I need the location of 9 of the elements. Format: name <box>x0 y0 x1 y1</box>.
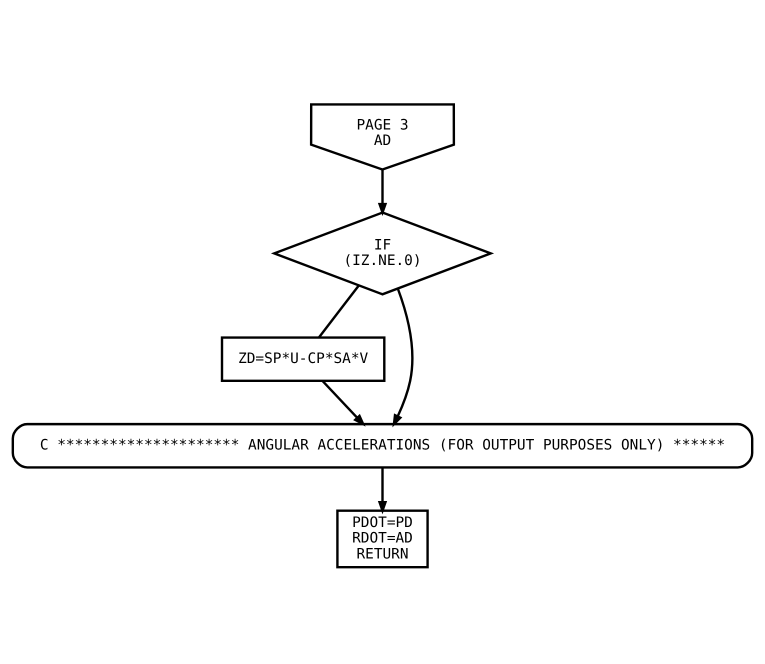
arrow <box>378 467 388 514</box>
node-box: PDOT=PD RDOT=AD RETURN <box>336 508 429 568</box>
node-box: ZD=SP*U-CP*SA*V <box>220 336 386 382</box>
connector <box>318 284 360 338</box>
node-diamond: IF (IZ.NE.0) <box>270 210 494 296</box>
arrow <box>378 168 388 216</box>
node-box: C ********************* ANGULAR ACCELERATIONS (FOR OUTPUT PURPOSES ONLY) ****** <box>12 422 754 468</box>
arrow <box>322 380 366 426</box>
arrow <box>392 288 414 427</box>
